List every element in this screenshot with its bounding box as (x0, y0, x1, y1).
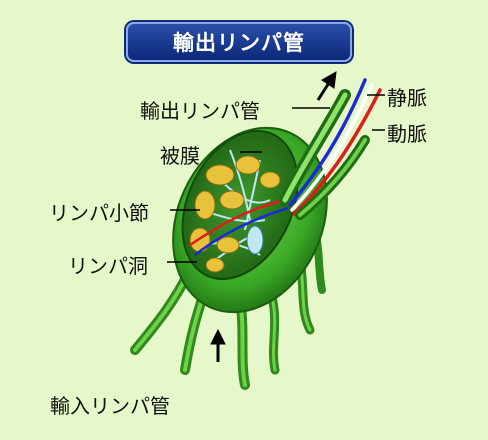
artery-line (292, 88, 382, 216)
label-sinus: リンパ洞 (68, 254, 148, 278)
label-follicle: リンパ小節 (49, 201, 149, 225)
leader-lines (167, 94, 385, 263)
label-afferent-vessel: 輸入リンパ管 (50, 394, 170, 418)
label-capsule: 被膜 (160, 144, 200, 168)
label-artery: 動脈 (387, 122, 427, 146)
hilum-vessels (279, 78, 382, 220)
title-text: 輸出リンパ管 (173, 31, 305, 55)
label-efferent-vessel: 輸出リンパ管 (140, 99, 260, 123)
vein-line (288, 78, 367, 207)
flow-arrows (210, 71, 337, 362)
internal-vessels (189, 198, 289, 256)
title-banner: 輸出リンパ管 (126, 22, 352, 62)
label-vein: 静脈 (387, 86, 427, 110)
